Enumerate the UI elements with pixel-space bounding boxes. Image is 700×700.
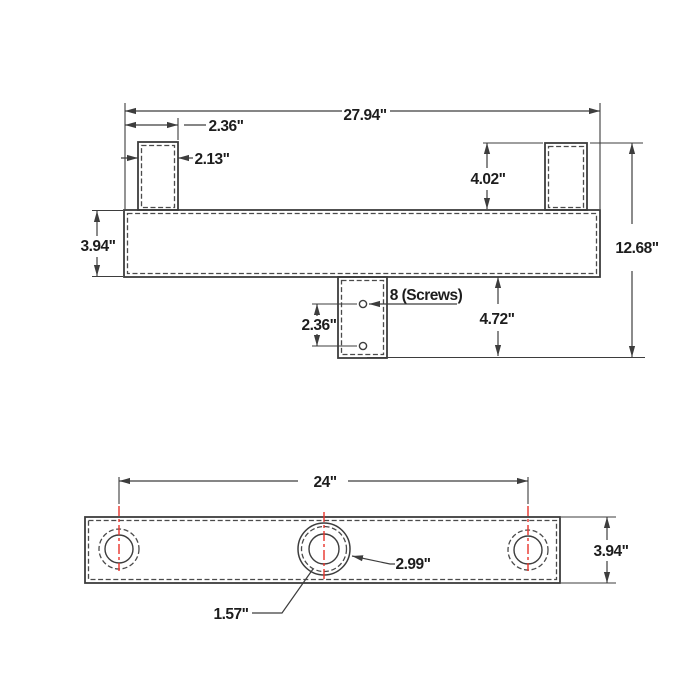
dim-tab-width: 2.13" [121, 151, 230, 168]
dim-center-spacing: 24" [118, 474, 529, 504]
tab-height-label: 4.02" [470, 171, 505, 188]
dim-screw-spacing: 2.36" [301, 303, 357, 347]
dim-overall-width: 27.94" [124, 103, 601, 209]
top-view: 27.94" 2.36" 2.13" 4.02" 3.9 [80, 103, 659, 359]
dim-overall-height: 12.68" [590, 142, 659, 357]
tab-width-label: 2.13" [194, 151, 229, 168]
bottom-bar-inner-dashed [87, 519, 558, 581]
tab-offset-label: 2.36" [208, 118, 243, 135]
callout-outer-diameter: 2.99" [351, 555, 431, 573]
leader-line [252, 568, 314, 614]
left-tab-inner-dashed [140, 144, 176, 209]
outer-diameter-label: 2.99" [395, 556, 430, 573]
dim-mount-drop: 4.72" [367, 277, 645, 359]
screws-note-label: 8 (Screws) [390, 287, 463, 304]
screw-hole-upper [358, 299, 368, 309]
bar-height-label: 3.94" [80, 238, 115, 255]
dim-tab-height: 4.02" [470, 142, 543, 209]
bottom-view: 24" 2.99" 1.57" 3.94" [84, 474, 629, 623]
callout-inner-diameter: 1.57" [213, 568, 314, 623]
overall-height-label: 12.68" [615, 240, 658, 257]
bottom-bar-outline [84, 516, 561, 584]
right-tab-outline [544, 142, 588, 211]
mount-bracket-inner-dashed [340, 279, 385, 356]
left-tab-outline [137, 141, 179, 211]
main-bar-inner-dashed [126, 212, 598, 275]
mount-bracket-outline [337, 276, 388, 359]
center-spacing-label: 24" [313, 474, 336, 491]
dim-bar-depth: 3.94" [561, 516, 629, 584]
screw-spacing-label: 2.36" [301, 317, 336, 334]
dim-bar-height: 3.94" [80, 209, 123, 278]
dim-tab-offset: 2.36" [125, 118, 244, 140]
overall-width-label: 27.94" [343, 107, 386, 124]
right-tab-inner-dashed [547, 145, 585, 209]
leader-line [351, 555, 395, 565]
screw-hole-lower [358, 341, 368, 351]
screws-callout: 8 (Screws) [369, 287, 463, 308]
bar-depth-label: 3.94" [593, 543, 628, 560]
mount-drop-label: 4.72" [479, 311, 514, 328]
main-bar-outline [123, 209, 601, 278]
inner-diameter-label: 1.57" [213, 606, 248, 623]
